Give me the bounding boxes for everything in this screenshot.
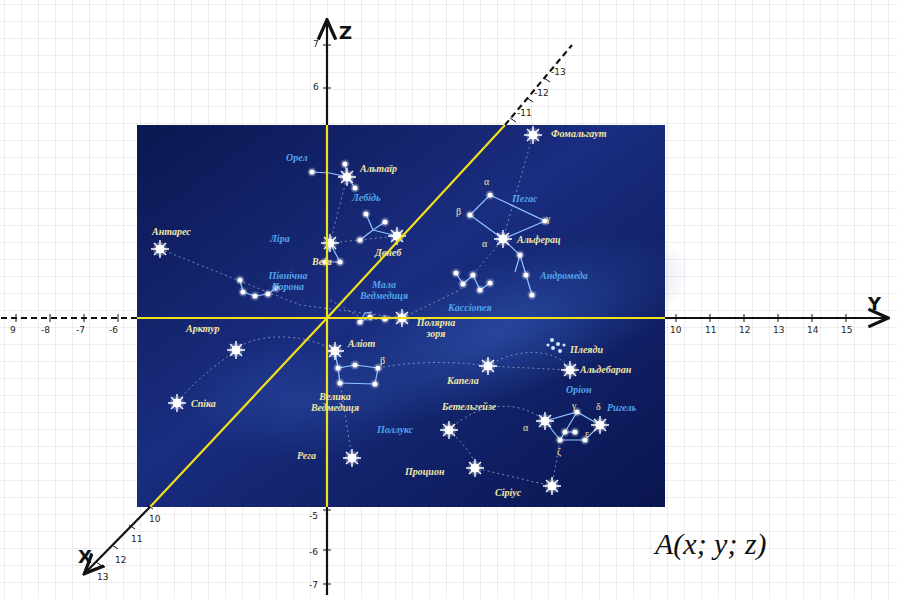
greek-letter: β	[456, 206, 461, 217]
greek-letter: γ	[572, 400, 576, 411]
tick-number: -7	[76, 325, 85, 335]
tick-number: -11	[517, 108, 532, 118]
star-name: Процион	[405, 466, 444, 477]
greek-letter: β	[380, 355, 385, 366]
star-name: Арктур	[186, 323, 219, 334]
greek-letter: α	[482, 238, 487, 249]
star-name: Альтаїр	[360, 163, 397, 174]
tick-number: 13	[97, 572, 108, 582]
constellation-name: Кассіопея	[448, 302, 492, 313]
constellation-name: Оріон	[566, 384, 592, 395]
greek-letter: ε	[585, 428, 589, 439]
tick-number: -12	[534, 88, 549, 98]
tick-number: -13	[551, 67, 566, 77]
axis-label: Y	[868, 293, 881, 314]
tick-number: -7	[309, 580, 318, 590]
star-name: Альферац	[517, 234, 561, 245]
star-name: Сіріус	[495, 487, 521, 498]
greek-letter: α	[484, 176, 489, 187]
constellation-name: Ригель	[607, 402, 636, 413]
star-name: Антарес	[152, 226, 191, 237]
axis-label: Z	[339, 22, 352, 43]
star-name: Капела	[447, 375, 479, 386]
greek-letter: δ	[596, 401, 601, 412]
star-name: Фомальгаут	[551, 128, 606, 139]
tick-number: 10	[149, 514, 160, 524]
constellation-name: Північна Корона	[262, 270, 314, 292]
star-name: Плеяди	[570, 344, 603, 355]
constellation-name: Ліра	[270, 233, 290, 244]
tick-number: 11	[131, 534, 142, 544]
star-name: Вега	[312, 256, 332, 267]
tick-number: 10	[670, 325, 681, 335]
point-notation: A(x; y; z)	[655, 527, 767, 561]
tick-number: 14	[807, 325, 818, 335]
axis-label: X	[78, 546, 92, 567]
star-name: Альдебаран	[580, 364, 631, 375]
greek-letter: ζ	[557, 446, 561, 457]
tick-number: -6	[309, 547, 318, 557]
tick-number: -8	[41, 325, 50, 335]
constellation-name: Орел	[286, 152, 308, 163]
tick-number: 12	[115, 555, 126, 565]
constellation-name: Велика Ведмедиця	[300, 391, 370, 413]
tick-number: 7	[313, 39, 319, 49]
constellation-name: Мала Ведмедиця	[352, 279, 416, 301]
tick-number: 13	[773, 325, 784, 335]
star-name: Денеб	[375, 247, 401, 258]
greek-letter: γ	[546, 213, 550, 224]
tick-number: 9	[10, 325, 16, 335]
tick-number: 15	[841, 325, 852, 335]
tick-number: -6	[109, 325, 118, 335]
constellation-name: Лебідь	[352, 192, 380, 203]
tick-number: 11	[705, 325, 716, 335]
greek-letter: α	[523, 422, 528, 433]
star-name: Аліот	[348, 338, 375, 349]
tick-number: -5	[309, 511, 318, 521]
constellation-name: Пегас	[512, 193, 537, 204]
tick-number: 6	[313, 82, 319, 92]
star-name: Полярна зоря	[411, 317, 461, 339]
star-name: Бетельгейзе	[442, 401, 496, 412]
constellation-name: Андромеда	[540, 270, 588, 281]
star-name: Рега	[297, 450, 316, 461]
constellation-name: Поллукс	[377, 424, 413, 435]
tick-number: 12	[739, 325, 750, 335]
star-name: Спіка	[191, 398, 216, 409]
